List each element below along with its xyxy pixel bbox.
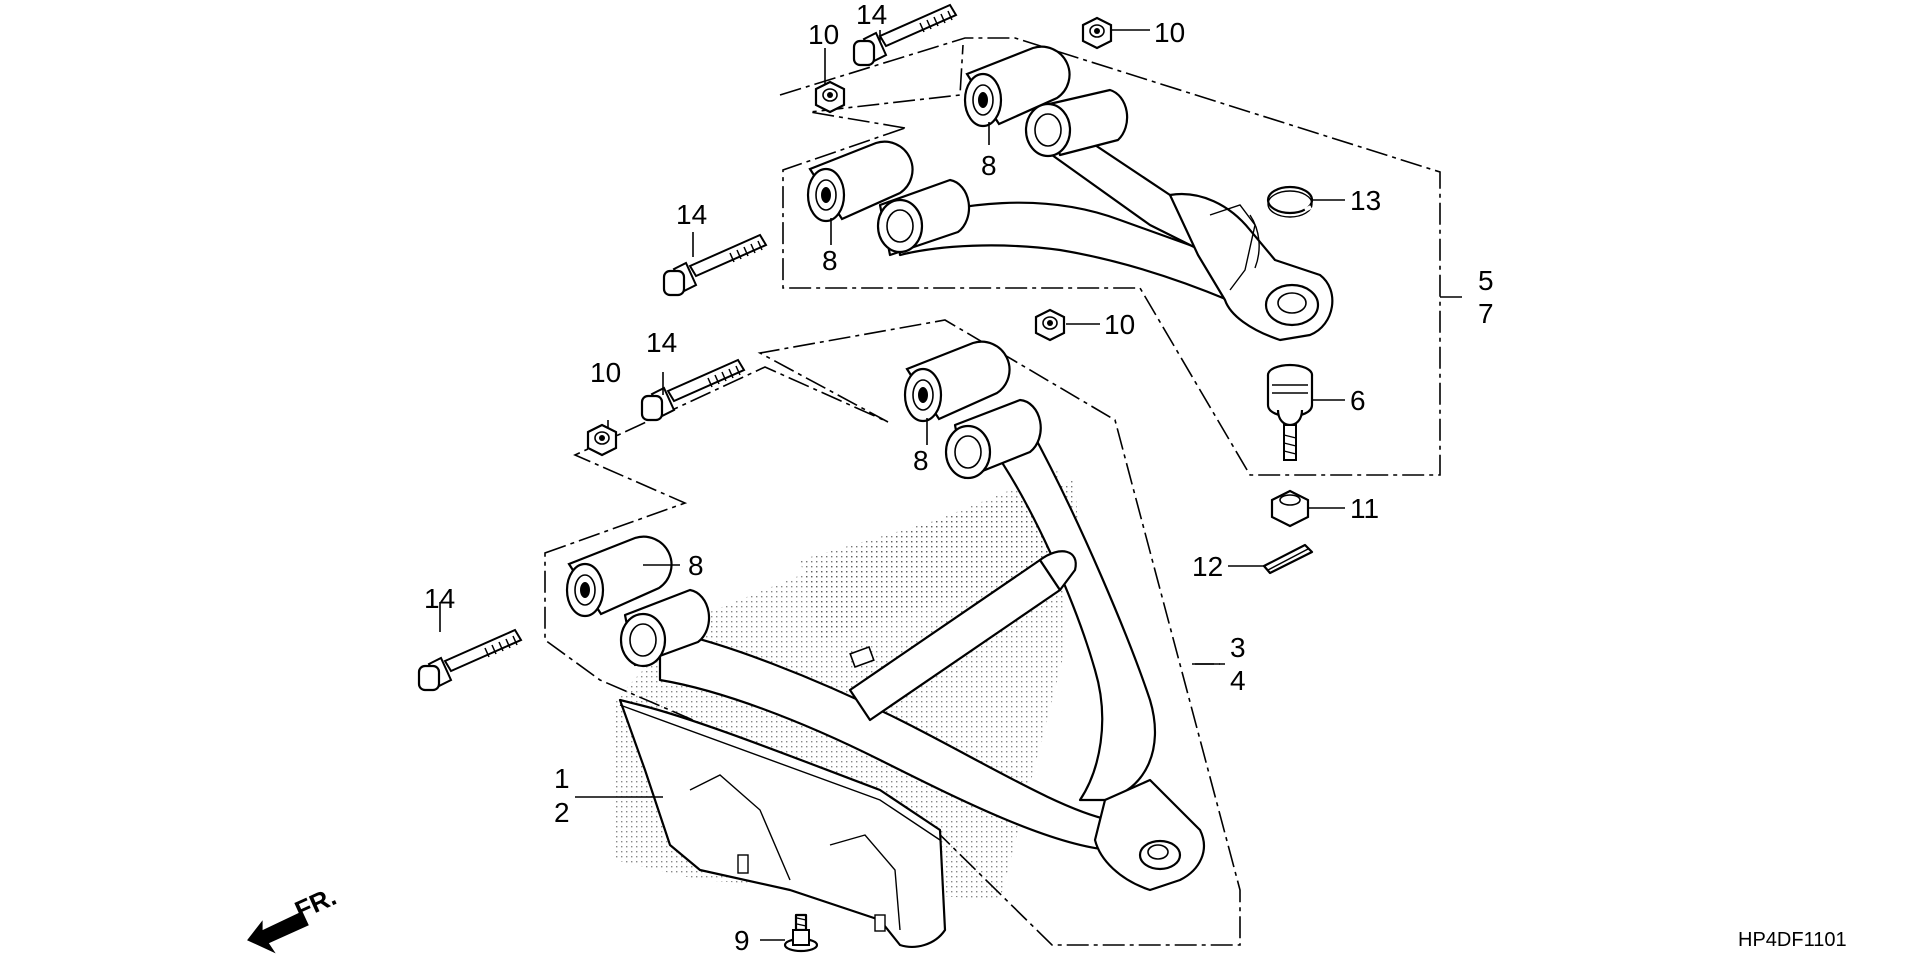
callout-8-upper-rear: 8	[981, 150, 997, 181]
callout-6: 6	[1350, 385, 1366, 416]
nut-lower-rear-right	[1034, 308, 1066, 342]
callout-8-lower-front: 8	[688, 550, 704, 581]
callout-13: 13	[1350, 185, 1381, 216]
nut-upper-rear-left	[814, 80, 846, 114]
upper-arm-assembly-frame	[779, 37, 1465, 476]
bolt-lower-front	[417, 628, 523, 692]
circlip	[1266, 185, 1314, 218]
bolt-upper-front	[662, 233, 768, 297]
bolt-guard	[783, 913, 819, 953]
callout-3: 3	[1230, 632, 1246, 663]
bolt-lower-rear	[640, 358, 746, 422]
callout-14-top: 14	[856, 0, 887, 30]
callout-14-lower-front: 14	[424, 583, 455, 614]
upper-a-arm	[876, 88, 1334, 342]
callout-10-lower-rear: 10	[1104, 309, 1135, 340]
castle-nut	[1270, 489, 1310, 528]
callout-8-lower-rear: 8	[913, 445, 929, 476]
callout-8-upper-front: 8	[822, 245, 838, 276]
callout-1: 1	[554, 763, 570, 794]
callout-14-lower-rear: 14	[646, 327, 677, 358]
callout-5: 5	[1478, 265, 1494, 296]
nut-lower-front-left	[586, 423, 618, 457]
callout-7: 7	[1478, 298, 1494, 329]
leader-lines	[439, 29, 1345, 941]
callout-4: 4	[1230, 665, 1246, 696]
callout-12: 12	[1192, 551, 1223, 582]
callout-10-top-right: 10	[1154, 17, 1185, 48]
front-direction-arrow: FR.	[247, 881, 341, 954]
callout-2: 2	[554, 797, 570, 828]
callout-9: 9	[734, 925, 750, 956]
callout-10-top-left: 10	[808, 19, 839, 50]
ball-joint	[1266, 363, 1314, 461]
lower-a-arm	[619, 398, 1205, 892]
cotter-pin	[1262, 543, 1314, 575]
nut-upper-rear-right	[1081, 16, 1113, 50]
callout-10-lower-front: 10	[590, 357, 621, 388]
callout-11: 11	[1350, 493, 1379, 524]
callout-14-upper-front: 14	[676, 199, 707, 230]
diagram-code: HP4DF1101	[1738, 929, 1847, 951]
arm-guard	[618, 698, 947, 948]
